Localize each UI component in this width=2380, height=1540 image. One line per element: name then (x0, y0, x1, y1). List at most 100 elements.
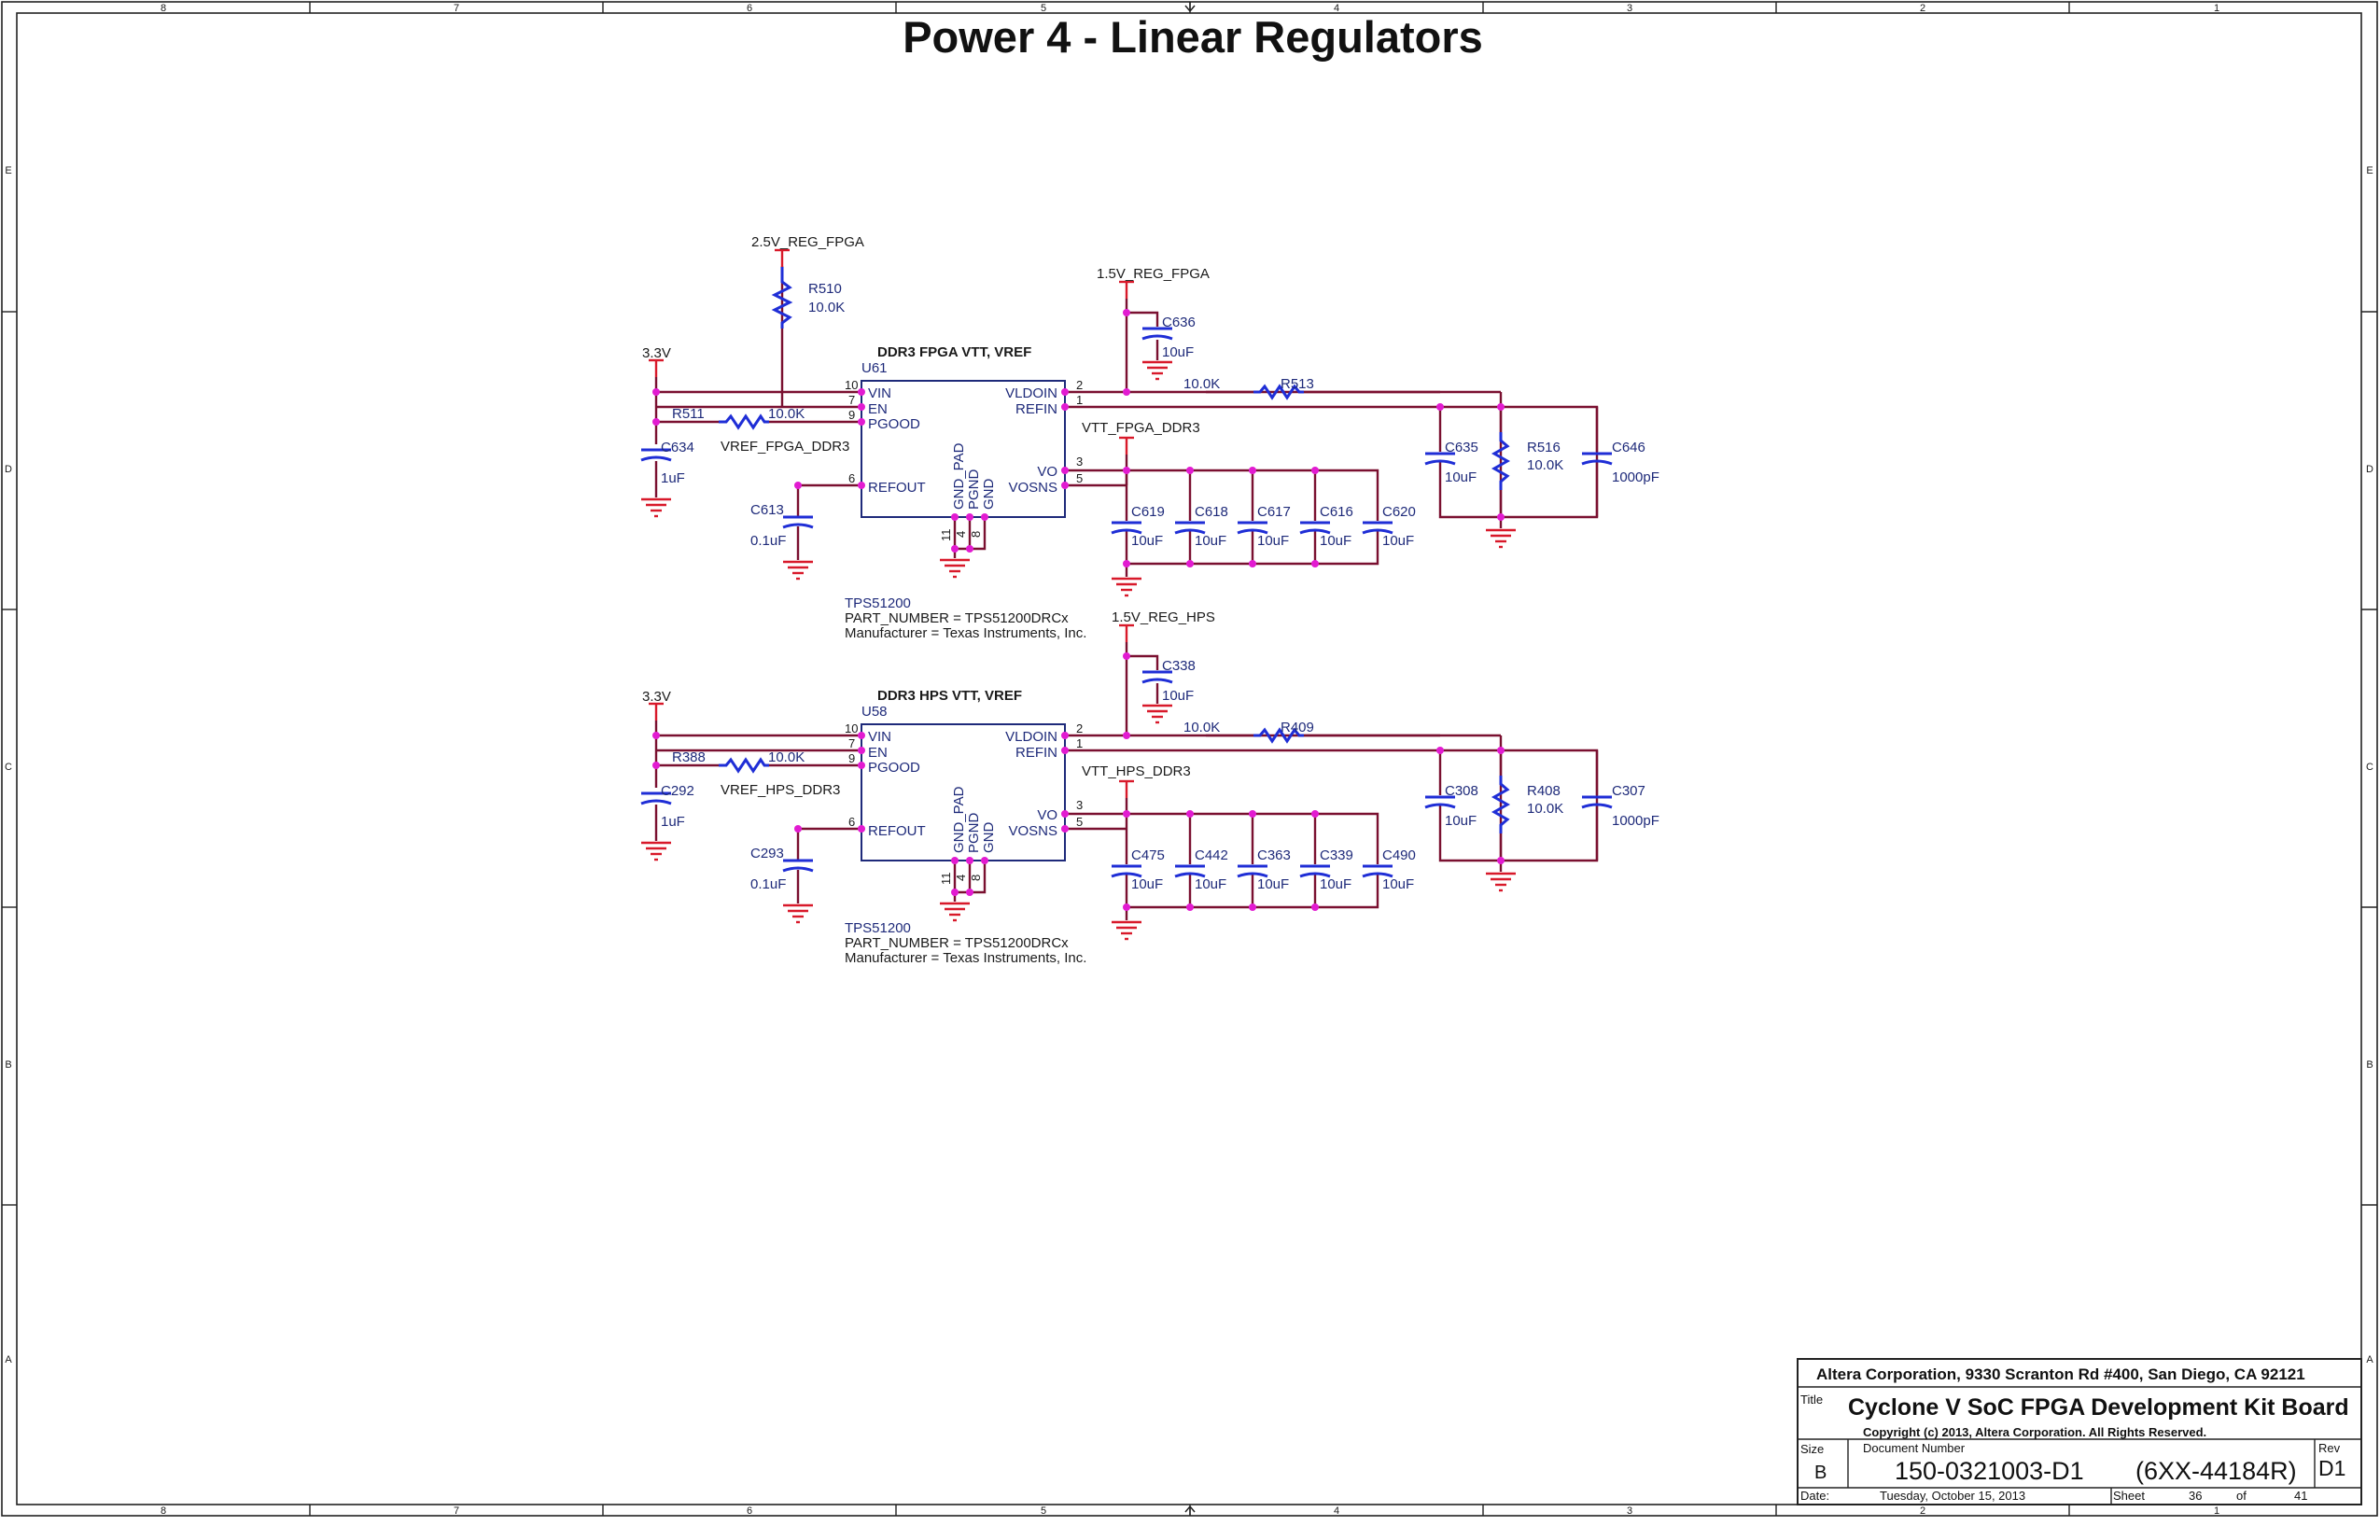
u58-header: DDR3 HPS VTT, VREF (877, 688, 1022, 704)
bank-cap-label: C617 (1257, 504, 1291, 520)
rail-1v5-hps: 1.5V_REG_HPS (1112, 609, 1215, 625)
r511-value: 10.0K (768, 406, 805, 422)
r513-value: 10.0K (1183, 376, 1220, 392)
r408-label: R408 (1527, 783, 1561, 799)
r513-label: R513 (1281, 376, 1314, 392)
pin-num: 1 (1076, 393, 1083, 407)
pin-num: 4 (954, 531, 968, 538)
bank-cap-label: C339 (1320, 847, 1353, 863)
c293-value: 0.1uF (750, 876, 786, 892)
pin-vldoin: VLDOIN (1005, 729, 1057, 745)
bank-cap-value: 10uF (1195, 876, 1226, 892)
r409-resistor[interactable] (1253, 727, 1304, 744)
title-block-sheet: 36 (2189, 1489, 2202, 1503)
pin-pgood: PGOOD (868, 416, 920, 432)
r510-resistor[interactable] (771, 267, 793, 329)
c292-value: 1uF (661, 814, 685, 830)
bank-cap-label: C618 (1195, 504, 1228, 520)
junction-dots (652, 652, 1505, 911)
col-label: 2 (1920, 1505, 1925, 1517)
rail-3v3: 3.3V (642, 689, 671, 705)
pin-refin: REFIN (1015, 745, 1057, 761)
u58-refdes: U58 (861, 704, 888, 720)
border-row-labels-right: E D C B A (2366, 165, 2373, 1365)
pin-pgood: PGOOD (868, 760, 920, 776)
u58-chip-body[interactable] (861, 723, 1066, 861)
c635-value: 10uF (1445, 469, 1477, 485)
part-manufacturer: Manufacturer = Texas Instruments, Inc. (845, 950, 1086, 966)
col-label: 7 (454, 1505, 459, 1517)
bank-cap-value: 10uF (1131, 876, 1163, 892)
pin-refout: REFOUT (868, 480, 926, 496)
pin-gnd-pad: GND_PAD (951, 786, 967, 853)
row-label: D (2366, 464, 2373, 475)
r510-label: R510 (808, 281, 842, 297)
vtt-net-label: VTT_HPS_DDR3 (1082, 763, 1191, 779)
part-number: PART_NUMBER = TPS51200DRCx (845, 610, 1069, 626)
pin-num: 9 (848, 408, 855, 422)
row-label: C (2366, 762, 2373, 773)
part-name: TPS51200 (845, 920, 911, 936)
title-block: Altera Corporation, 9330 Scranton Rd #40… (1797, 1358, 2362, 1505)
col-label: 8 (161, 1505, 166, 1517)
col-label: 6 (747, 3, 752, 14)
hps-regulator-circuit: DDR3 HPS VTT, VREF U58 VIN EN PGOOD REFO… (639, 609, 1659, 966)
pin-num: 5 (1076, 471, 1083, 485)
c292-label: C292 (661, 783, 694, 799)
rail-3v3: 3.3V (642, 345, 671, 361)
pin-refin: REFIN (1015, 401, 1057, 417)
c307-value: 1000pF (1612, 813, 1659, 829)
col-label: 4 (1334, 1505, 1339, 1517)
title-block-company: Altera Corporation, 9330 Scranton Rd #40… (1816, 1365, 2305, 1383)
title-block-size: B (1814, 1463, 1827, 1483)
pin-vosns: VOSNS (1008, 823, 1057, 839)
r388-resistor[interactable] (719, 757, 769, 774)
col-label: 6 (747, 1505, 752, 1517)
pin-num: 10 (845, 378, 858, 392)
pin-vo: VO (1037, 807, 1057, 823)
col-label: 2 (1920, 3, 1925, 14)
page-title: Power 4 - Linear Regulators (903, 12, 1483, 62)
col-label: 7 (454, 3, 459, 14)
title-block-copyright: Copyright (c) 2013, Altera Corporation. … (1863, 1425, 2206, 1439)
c635-label: C635 (1445, 440, 1478, 455)
title-block-docnum: 150-0321003-D1 (1895, 1457, 2084, 1485)
r513-resistor[interactable] (1253, 384, 1304, 400)
r516-label: R516 (1527, 440, 1561, 455)
pin-vldoin: VLDOIN (1005, 385, 1057, 401)
pin-en: EN (868, 745, 888, 761)
r388-value: 10.0K (768, 749, 805, 765)
r516-resistor[interactable] (1491, 432, 1511, 490)
pin-num: 7 (848, 393, 855, 407)
r408-resistor[interactable] (1491, 776, 1511, 833)
r511-resistor[interactable] (719, 413, 769, 430)
c338-label: C338 (1162, 658, 1196, 674)
u61-chip-body[interactable] (861, 380, 1066, 518)
pin-vo: VO (1037, 464, 1057, 480)
pin-gnd: GND (981, 822, 997, 854)
pin-pgnd: PGND (966, 469, 982, 510)
part-manufacturer: Manufacturer = Texas Instruments, Inc. (845, 625, 1086, 641)
title-block-of-label: of (2236, 1489, 2247, 1503)
pin-gnd: GND (981, 479, 997, 511)
col-label: 8 (161, 3, 166, 14)
c646-value: 1000pF (1612, 469, 1659, 485)
junction-dots (652, 309, 1505, 567)
pin-vin: VIN (868, 385, 891, 401)
row-label: E (5, 165, 11, 176)
pin-num: 3 (1076, 455, 1083, 469)
title-block-sheet-label: Sheet (2113, 1489, 2145, 1503)
c338-value: 10uF (1162, 688, 1194, 704)
pin-vin: VIN (868, 729, 891, 745)
bank-cap-label: C620 (1382, 504, 1416, 520)
bank-cap-value: 10uF (1131, 533, 1163, 549)
part-number: PART_NUMBER = TPS51200DRCx (845, 935, 1069, 951)
r511-label: R511 (672, 406, 705, 422)
bank-cap-label: C442 (1195, 847, 1228, 863)
vref-net-label: VREF_FPGA_DDR3 (721, 439, 849, 455)
bank-cap-value: 10uF (1257, 876, 1289, 892)
title-block-docnum-label: Document Number (1863, 1441, 1966, 1455)
u61-header: DDR3 FPGA VTT, VREF (877, 344, 1031, 360)
r516-value: 10.0K (1527, 457, 1563, 473)
